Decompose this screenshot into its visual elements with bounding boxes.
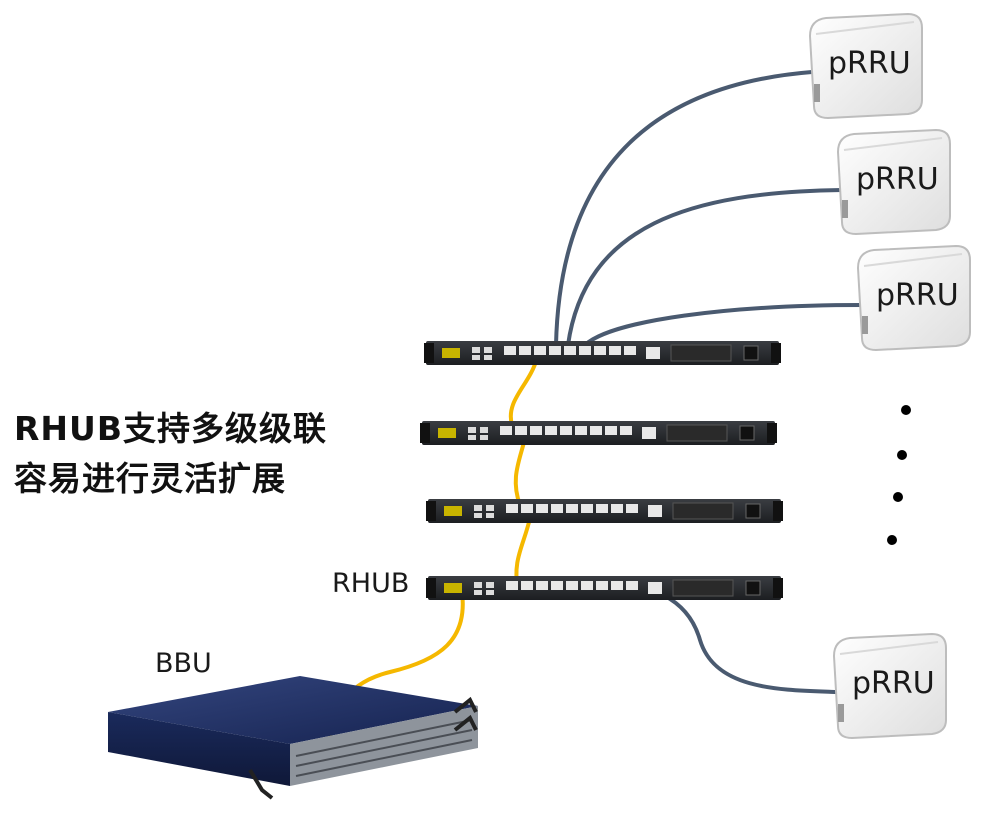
bbu-label: BBU <box>155 648 212 679</box>
cable-rhub1-prru3 <box>583 303 864 347</box>
cable-rhub1-prru1 <box>554 70 814 347</box>
rhub-label: RHUB <box>332 568 410 599</box>
rhub-unit-3[interactable] <box>426 499 783 523</box>
vertical-ellipsis-icon <box>887 405 911 545</box>
cable-rhub1-rhub2 <box>508 356 539 427</box>
cable-rhub2-rhub3 <box>513 436 527 507</box>
prru-box-1[interactable] <box>808 12 923 120</box>
rhub-stack <box>420 341 783 600</box>
prru-box-3[interactable] <box>856 244 971 352</box>
prru-label-4: pRRU <box>852 666 935 701</box>
prru-box-4[interactable] <box>832 632 947 740</box>
bbu-top-face <box>108 676 478 744</box>
bbu-chassis-icon[interactable] <box>108 676 478 800</box>
bbu-handles <box>248 696 478 800</box>
bbu-front-slots <box>295 719 473 777</box>
rhub-unit-2[interactable] <box>420 421 777 445</box>
prru-label-1: pRRU <box>828 46 911 81</box>
prru-box-2[interactable] <box>836 128 951 236</box>
headline-line-1: RHUB支持多级级联 <box>14 409 327 448</box>
rhub-unit-1[interactable] <box>424 341 781 365</box>
bbu-left-face <box>108 712 290 786</box>
cable-rhub1-prru2 <box>566 188 844 347</box>
prru-label-3: pRRU <box>876 278 959 313</box>
bbu-front-face <box>290 706 478 786</box>
rhub-unit-4[interactable] <box>426 576 783 600</box>
prru-label-2: pRRU <box>856 162 939 197</box>
headline-line-2: 容易进行灵活扩展 <box>14 459 286 498</box>
